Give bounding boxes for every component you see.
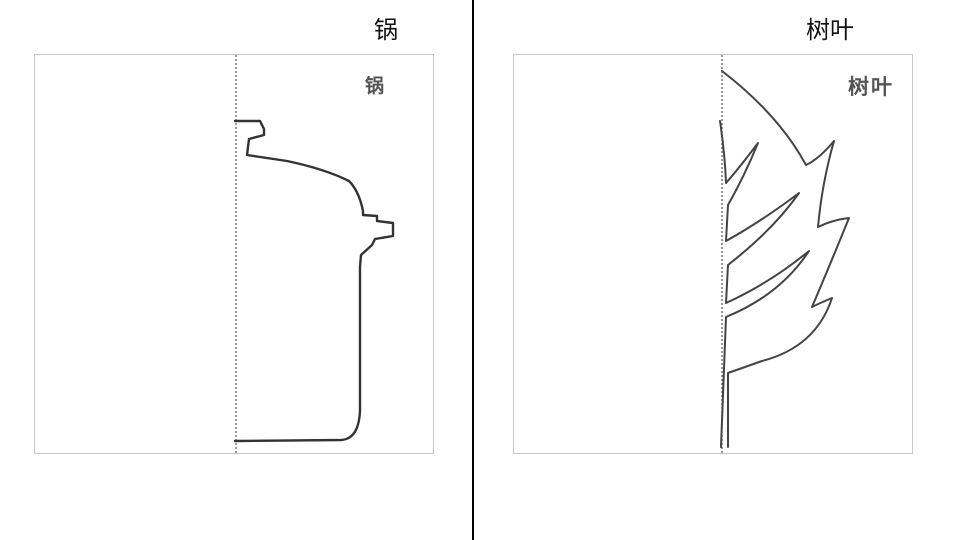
- pot-label: 锅: [365, 75, 385, 97]
- pot-template-panel: 锅: [34, 54, 434, 455]
- leaf-outer-edge: [721, 70, 850, 448]
- leaf-inner-edge: [719, 120, 810, 448]
- leaf-heading: 树叶: [806, 16, 854, 44]
- pot-outline-icon: [233, 55, 395, 455]
- leaf-label: 树叶: [848, 75, 894, 99]
- pot-heading: 锅: [374, 16, 398, 44]
- leaf-outline-icon: [719, 55, 850, 455]
- center-divider: [472, 0, 474, 540]
- leaf-template-panel: 树叶: [513, 54, 913, 455]
- pot-outline-path: [233, 119, 395, 443]
